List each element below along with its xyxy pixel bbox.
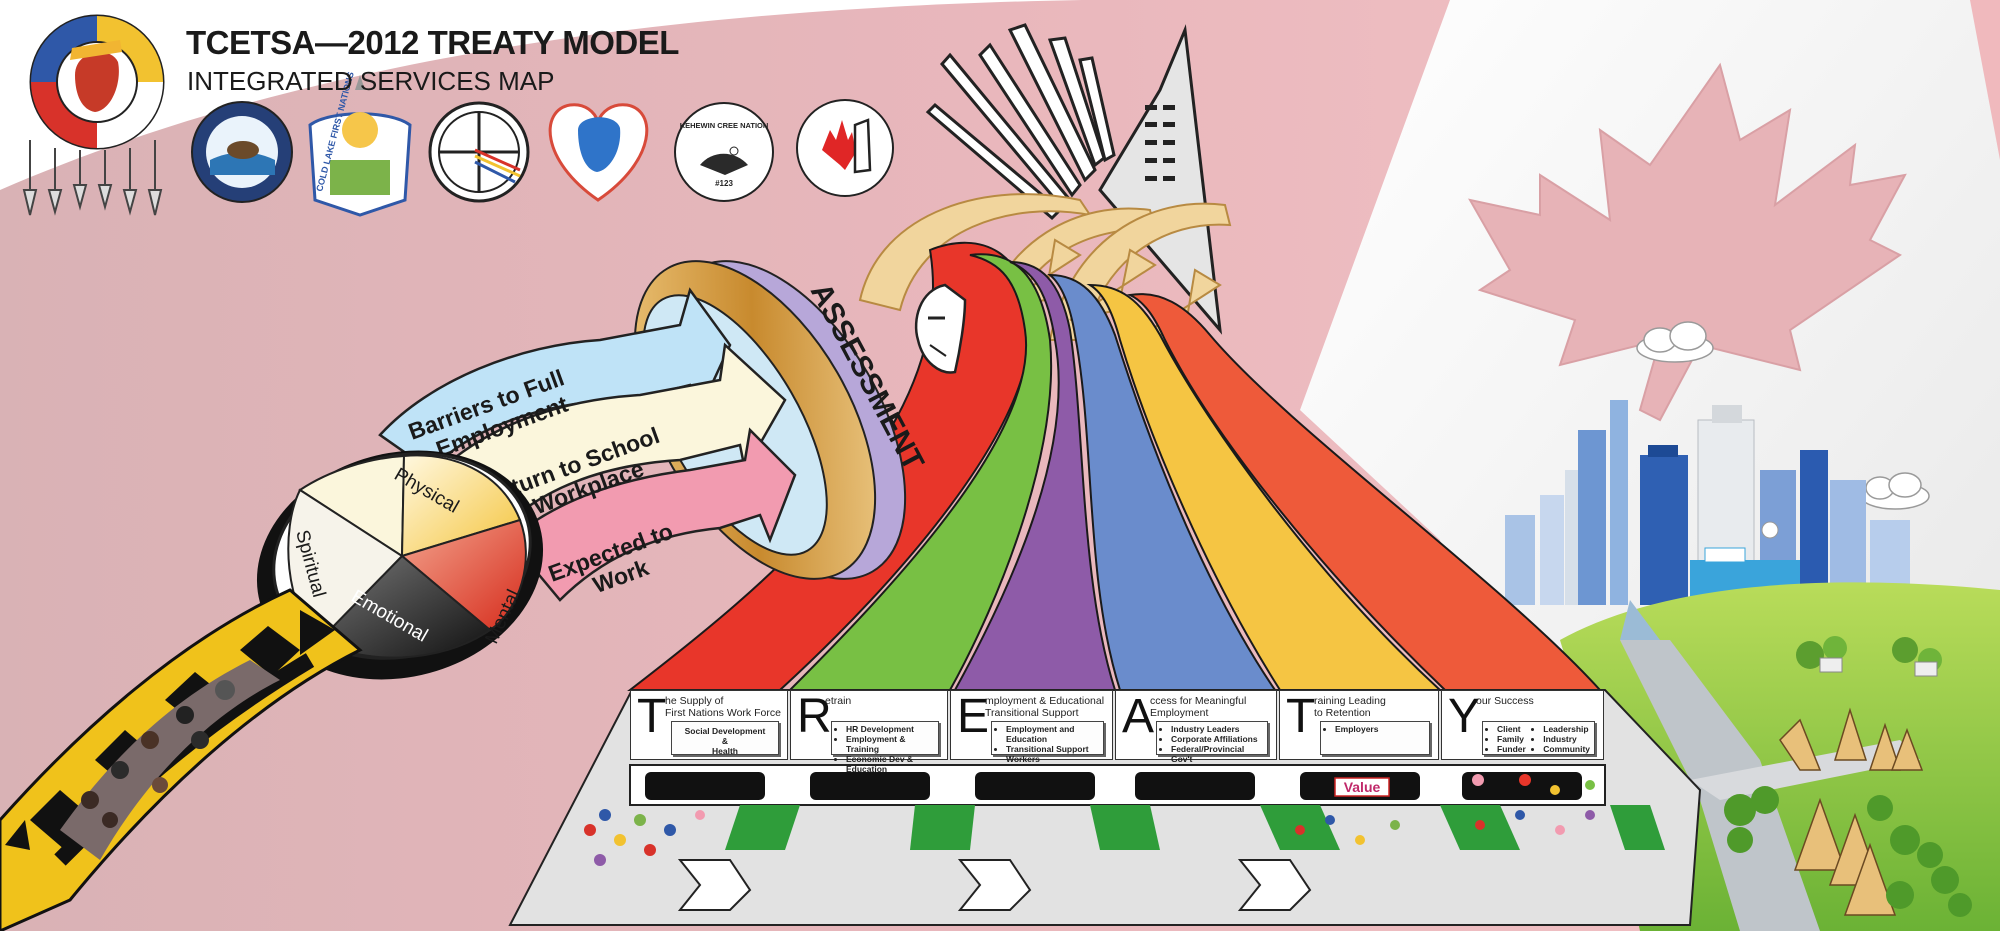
treaty-note: HR Development Employment & Training Eco…: [831, 721, 939, 774]
treaty-note: Industry Leaders Corporate Affiliations …: [1156, 721, 1268, 764]
treaty-note-item: Employment & Training: [846, 734, 934, 754]
flag-red-edge: [1970, 0, 2000, 160]
treaty-letter: Y: [1448, 690, 1481, 743]
page-title: TCETSA—2012 TREATY MODEL: [186, 24, 679, 61]
treaty-note-item: Industry: [1543, 734, 1590, 744]
treaty-heading: etrain: [825, 695, 851, 707]
walkway-arrows: [677, 859, 1312, 911]
treaty-heading-line: mployment & Educational: [985, 695, 1105, 707]
crowd-figures: [584, 809, 1595, 866]
treaty-letter: A: [1122, 690, 1155, 743]
teepee-marks: [1145, 105, 1175, 181]
treaty-note-item: Employment and Education: [1006, 724, 1099, 744]
cloud-icon: [1636, 321, 1714, 363]
value-sign: [1334, 777, 1390, 797]
treaty-note-item: Federal/Provincial Gov't: [1171, 744, 1263, 764]
treaty-note-item: Employers: [1335, 724, 1425, 734]
treaty-card-e: E mployment & Educational Transitional S…: [950, 690, 1113, 764]
treaty-heading-line: to Retention: [1314, 707, 1371, 719]
treaty-heading: he Supply of First Nations Work Force: [665, 695, 781, 719]
nation-logo-beaver: [191, 101, 293, 203]
people-photo: [60, 660, 280, 860]
treaty-letter: T: [1286, 690, 1316, 743]
treaty-note-item: HR Development: [846, 724, 934, 734]
band-orange: [1126, 293, 1603, 691]
chief-head-icon: [914, 283, 967, 374]
treaty-note-item: Corporate Affiliations: [1171, 734, 1263, 744]
treaty-card-r: R etrain HR Development Employment & Tra…: [790, 690, 948, 774]
teepee-poles: [925, 23, 1116, 221]
treaty-heading-line: raining Leading: [1314, 695, 1386, 707]
kehewin-logo-text: KEHEWIN CREE NATION: [680, 121, 769, 130]
treaty-note-item: Transitional Support Workers: [1006, 744, 1099, 764]
nation-logo-kehewin: [674, 102, 774, 202]
maple-leaf-icon: [1468, 62, 1907, 422]
treaty-note-item: Community: [1543, 744, 1590, 754]
treaty-letter: E: [957, 690, 990, 743]
forest-trees: [1724, 786, 1972, 917]
nation-logo-heart: [548, 103, 649, 202]
treaty-letter: R: [797, 690, 832, 743]
treaty-note-line: Social Development: [684, 726, 766, 736]
page-subtitle: INTEGRATED SERVICES MAP: [187, 66, 555, 96]
treaty-heading: mployment & Educational Transitional Sup…: [985, 695, 1104, 719]
treaty-heading-line: he Supply of: [665, 695, 724, 707]
treaty-note-item: Economic Dev & Education: [846, 754, 934, 774]
arrow-barriers: [378, 287, 732, 472]
treaty-heading-line: Employment: [1150, 707, 1209, 719]
tcetsa-emblem: [29, 14, 165, 150]
treaty-card-t2: T raining Leading to Retention Employers: [1279, 690, 1439, 760]
treaty-heading-line: ccess for Meaningful: [1150, 695, 1247, 707]
treaty-card-t1: T he Supply of First Nations Work Force …: [630, 690, 788, 760]
treaty-note: Employers: [1320, 721, 1430, 755]
treaty-note-item: Industry Leaders: [1171, 724, 1263, 734]
nation-logo-arrows: [428, 101, 530, 203]
treaty-note-item: Leadership: [1543, 724, 1590, 734]
treaty-note: Social Development & Health: [671, 721, 779, 756]
platform-header: [629, 764, 1606, 806]
platform-windows: [645, 772, 1582, 800]
village-houses: [1796, 636, 1942, 677]
treaty-letter: T: [637, 690, 667, 743]
treaty-heading-line: etrain: [825, 695, 852, 707]
arrow-expected: [508, 427, 797, 602]
teepee-icon: [1779, 707, 1924, 771]
arrow-return: [438, 342, 787, 532]
treaty-heading-line: First Nations Work Force: [665, 707, 781, 719]
teepee-top: [1098, 24, 1223, 335]
road-top: [1620, 600, 1660, 640]
treaty-note-item: Client: [1497, 724, 1529, 734]
medicine-wheel: [256, 450, 544, 680]
teepee-icon: [1793, 797, 1897, 916]
feather-icon: [22, 140, 163, 216]
treaty-heading: raining Leading to Retention: [1314, 695, 1386, 719]
city-skyline: [1505, 400, 1910, 606]
treaty-heading-line: our Success: [1476, 695, 1534, 707]
treaty-heading: our Success: [1476, 695, 1534, 707]
treaty-heading-line: Transitional Support: [985, 707, 1079, 719]
kehewin-logo-number: #123: [715, 179, 733, 188]
nation-logo-cold-lake: [308, 75, 412, 217]
nation-logo-maple: [796, 99, 894, 197]
treaty-note-line: Health: [712, 746, 738, 756]
treaty-note: Employment and Education Transitional Su…: [991, 721, 1104, 764]
treaty-note: Client Family Funder Leadership Industry…: [1482, 721, 1595, 755]
treaty-card-a: A ccess for Meaningful Employment Indust…: [1115, 690, 1277, 764]
value-sign-label: Value: [1344, 779, 1381, 795]
treaty-card-y: Y our Success Client Family Funder Leade…: [1441, 690, 1604, 760]
treaty-heading: ccess for Meaningful Employment: [1150, 695, 1246, 719]
treaty-note-line: &: [721, 736, 729, 746]
treaty-note-item: Family: [1497, 734, 1529, 744]
treaty-note-item: Funder: [1497, 744, 1529, 754]
